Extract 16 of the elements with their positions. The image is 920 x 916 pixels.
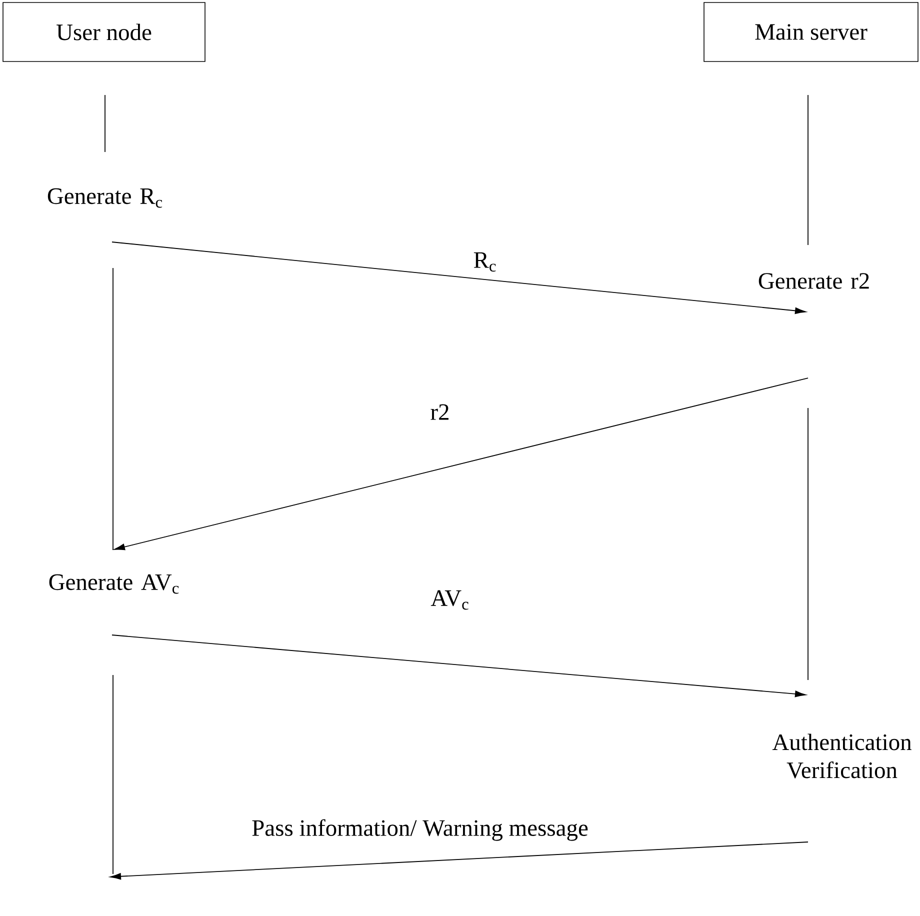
step-label: Generate R$_{c}$ <box>48 188 162 208</box>
message-arrow <box>112 634 806 698</box>
lifeline <box>104 94 106 152</box>
message-arrow <box>114 378 808 550</box>
edge-label: R$_{c}$ <box>472 251 498 273</box>
lifeline <box>112 268 114 550</box>
participant-box: User node <box>2 2 206 62</box>
edge-label: AV$_{c}$ <box>430 589 470 611</box>
edge-label: Pass information/ Warning message <box>250 818 590 842</box>
message-arrow <box>110 842 808 880</box>
participant-box: Main server <box>704 2 918 62</box>
step-label: Authentication Verification <box>772 734 912 778</box>
step-label: Generate r2 <box>758 273 869 289</box>
edge-label: r2 <box>429 403 451 421</box>
step-label: Generate AV$_{c}$ <box>49 574 179 594</box>
message-arrow <box>112 242 806 314</box>
